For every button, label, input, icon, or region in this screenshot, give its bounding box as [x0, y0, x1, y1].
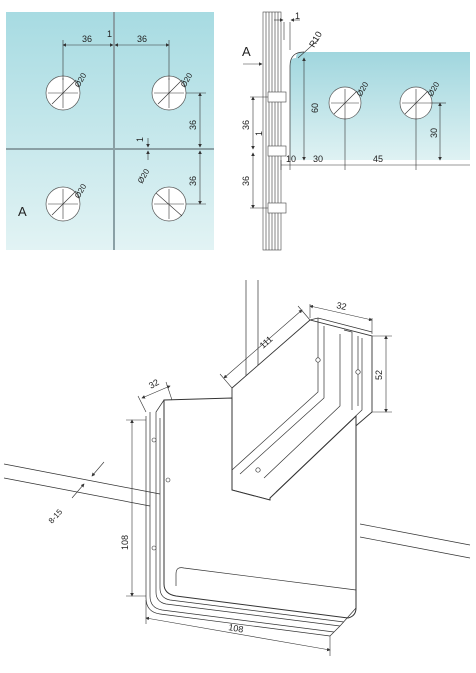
- dim-front-right-lower: 36: [188, 176, 198, 186]
- glass-line-upper: [3, 463, 161, 495]
- side-hole-2: [399, 86, 433, 160]
- main-bracket-face: [163, 397, 357, 619]
- dim-side-left-upper: 36: [241, 120, 251, 130]
- horizontal-seam: [6, 148, 214, 150]
- dim-front-right-upper: 36: [188, 120, 198, 130]
- side-view: Ø20 Ø20 1 R10 A 60 36 1 36 10 30 45: [241, 11, 470, 251]
- label-a-front: A: [18, 204, 27, 219]
- dim-side-height-60: 60: [310, 103, 320, 113]
- dim-side-radius: R10: [307, 30, 324, 49]
- iso-view: 32 111 52 32 8-15 108 108: [3, 280, 471, 656]
- hole-bottom-left: [45, 186, 81, 222]
- dim-iso-height-108: 108: [120, 535, 130, 550]
- dim-side-left-gap: 1: [254, 131, 264, 136]
- label-a-side: A: [242, 44, 251, 59]
- dim-iso-width-108: 108: [228, 622, 245, 634]
- dim-iso-52: 52: [374, 370, 384, 380]
- dim-side-left-lower: 36: [241, 176, 251, 186]
- dim-side-bottom-30: 30: [313, 154, 323, 164]
- dim-side-bottom-45: 45: [373, 154, 383, 164]
- dim-front-gap: 1: [107, 29, 112, 39]
- side-glass-panel: [290, 52, 470, 160]
- dim-iso-top-32: 32: [336, 300, 348, 312]
- front-view: Ø20 Ø20 Ø20 Ø20 36 1 36 36 36 1 A: [6, 12, 214, 250]
- hole-bottom-right: [151, 186, 187, 222]
- dim-side-bottom-10: 10: [286, 154, 296, 164]
- side-hole-1: [328, 86, 362, 160]
- dim-front-top-right: 36: [137, 34, 147, 44]
- dim-iso-left-32: 32: [147, 377, 161, 391]
- dim-side-top-gap: 1: [295, 11, 300, 21]
- dim-iso-glass: 8-15: [47, 507, 65, 525]
- dim-side-right-30: 30: [429, 128, 439, 138]
- dim-front-center-gap: 1: [135, 137, 145, 142]
- vertical-seam: [113, 12, 115, 250]
- dim-front-top-left: 36: [82, 34, 92, 44]
